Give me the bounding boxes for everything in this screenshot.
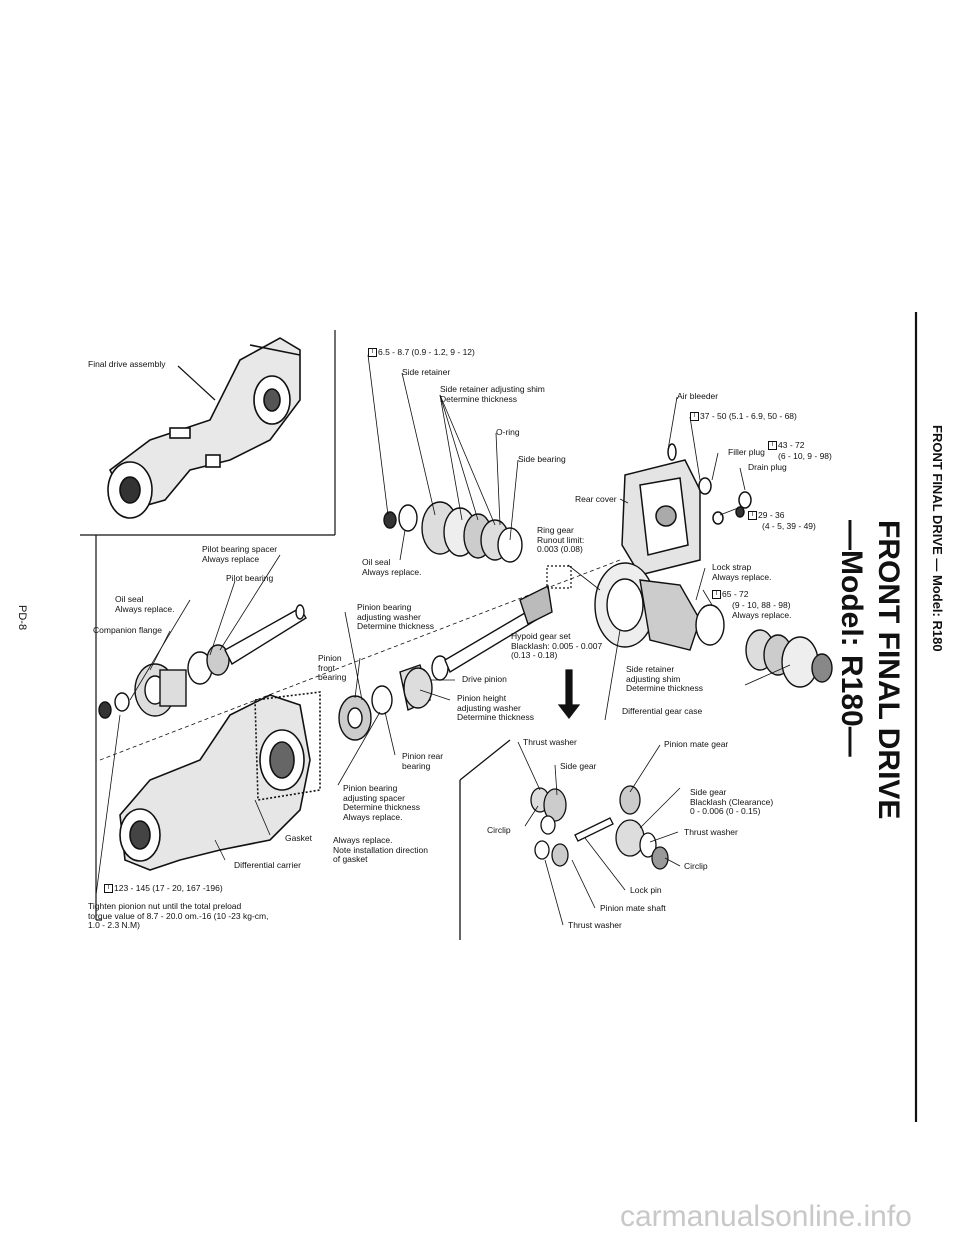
label-final-drive-assembly: Final drive assembly [88,359,166,369]
differential-carrier-sketch [119,691,321,871]
label-rear-cover: Rear cover [575,494,617,504]
side-retainer-stack-sketch [383,501,523,563]
torque-icon: T [104,884,113,894]
label-thrust-washer-right: Thrust washer [684,827,738,837]
label-thrust-washer-top: Thrust washer [523,737,577,747]
page-subtitle: —Model: R180— [835,520,868,757]
label-torque-29b: (4 - 5, 39 - 49) [762,521,816,531]
torque-value: 29 - 36 [758,510,785,520]
torque-icon: T [712,590,721,600]
label-side-bearing: Side bearing [518,454,566,464]
label-drain-plug: Drain plug [748,462,787,472]
label-circlip-left: Circlip [487,825,511,835]
torque-value: 6.5 - 8.7 (0.9 - 1.2, 9 - 12) [378,347,475,357]
label-filler-plug: Filler plug [728,447,765,457]
differential-internals-sketch [459,739,669,940]
label-torque-filler-2: (6 - 10, 9 - 98) [778,451,832,461]
torque-icon: T [748,511,757,521]
label-oil-seal-right: Oil seal Always replace. [362,557,422,577]
label-torque-65b: (9 - 10, 88 - 98) Always replace. [732,600,792,620]
rear-cover-sketch [621,443,752,576]
torque-value: 65 - 72 [722,589,749,599]
label-differential-gear-case: Differential gear case [622,706,703,716]
leader-lines [95,354,791,926]
label-side-retainer: Side retainer [402,367,451,377]
label-o-ring: O-ring [496,427,520,437]
drive-pinion-sketch [338,584,553,741]
final-drive-assembly-sketch [107,337,301,519]
label-differential-carrier: Differential carrier [234,860,301,870]
torque-icon: T [690,412,699,422]
label-hypoid-gear-set: Hypoid gear set Blacklash: 0.005 - 0.007… [511,631,603,660]
label-ring-gear: Ring gear Runout limit: 0.003 (0.08) [537,525,585,554]
header-small-title: FRONT FINAL DRIVE — Model: R180 [930,425,945,652]
label-gasket-note: Always replace. Note installation direct… [333,835,428,864]
label-side-retainer-shim-2: Side retainer adjusting shim Determine t… [626,664,704,693]
label-pinion-bearing-spacer: Pinion bearing adjusting spacer Determin… [343,783,421,822]
label-pinion-front-bearing: Pinion front bearing [318,653,347,682]
label-pilot-bearing-spacer: Pilot bearing spacer Always replace [202,544,278,564]
label-drive-pinion: Drive pinion [462,674,507,684]
ring-gear-bracket [546,565,572,589]
label-pinion-rear-bearing: Pinion rear bearing [402,751,444,771]
label-side-gear-backlash: Side gear Blacklash (Clearance) 0 - 0.00… [690,787,774,816]
label-lock-pin: Lock pin [630,885,662,895]
label-gasket: Gasket [285,833,312,843]
label-side-retainer-shim: Side retainer adjusting shim Determine t… [440,384,545,404]
label-lock-strap: Lock strap Always replace. [712,562,772,582]
torque-icon: T [768,441,777,451]
torque-value: 43 - 72 [778,440,805,450]
label-pilot-bearing: Pilot bearing [226,573,274,583]
label-companion-flange: Companion flange [93,625,162,635]
label-pinion-mate-gear: Pinion mate gear [664,739,729,749]
label-preload-note: Tighten pionion nut until the total prel… [88,901,269,930]
down-arrow [557,669,581,719]
label-air-bleeder: Air bleeder [677,391,719,401]
label-side-gear-top: Side gear [560,761,597,771]
label-pinion-mate-shaft: Pinion mate shaft [600,903,666,913]
page-title: FRONT FINAL DRIVE [872,520,905,820]
label-pinion-height-washer: Pinion height adjusting washer Determine… [457,693,535,722]
page-number: PD-8 [16,605,28,631]
label-thrust-washer-bottom: Thrust washer [568,920,622,930]
pinion-assembly-sketch [98,604,307,719]
label-circlip-right: Circlip [684,861,708,871]
label-oil-seal-left: Oil seal Always replace. [115,594,175,614]
watermark: carmanualsonline.info [620,1200,912,1233]
differential-case-sketch [594,562,833,688]
torque-icon: T [368,348,377,358]
label-pinion-bearing-washer: Pinion bearing adjusting washer Determin… [357,602,435,631]
torque-value: 37 - 50 (5.1 - 6.9, 50 - 68) [700,411,797,421]
torque-value: 123 - 145 (17 - 20, 167 -196) [114,883,223,893]
